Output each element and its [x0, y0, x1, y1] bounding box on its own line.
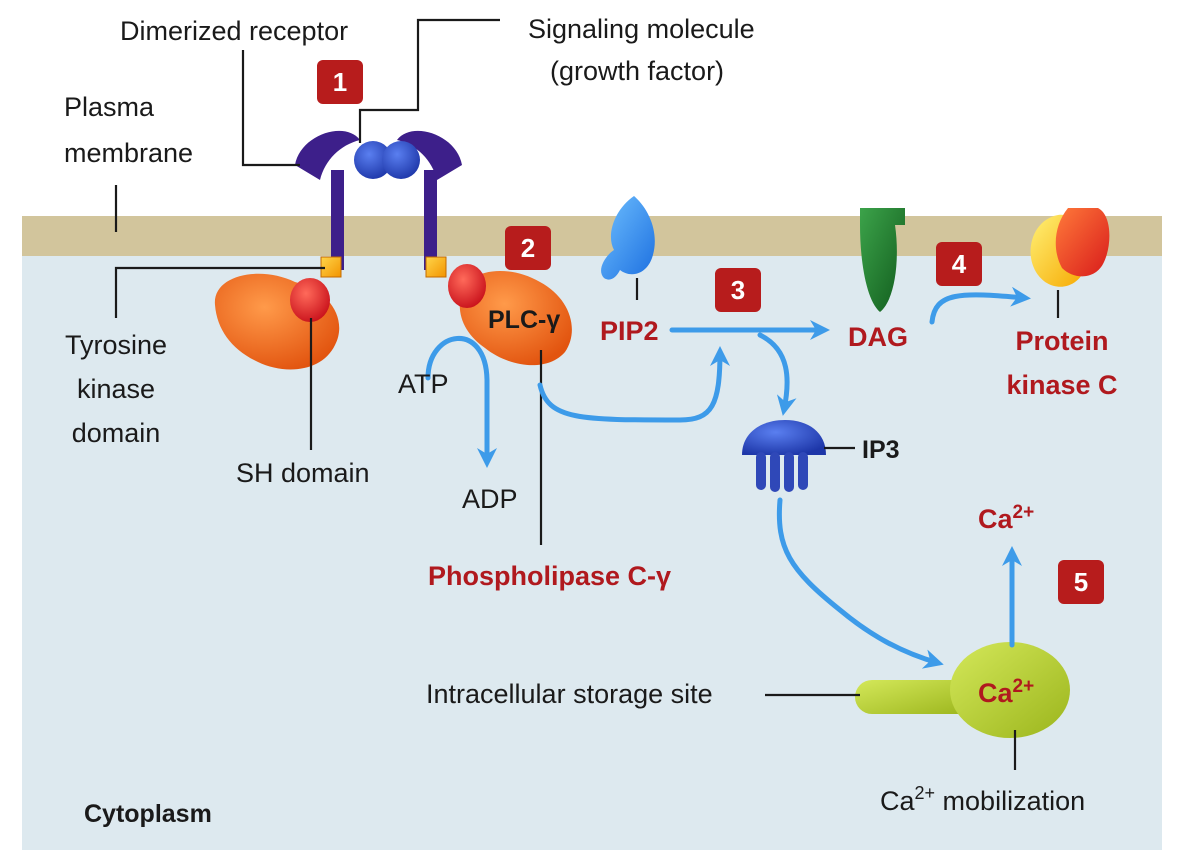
svg-text:2: 2 — [521, 233, 535, 263]
receptor-icon — [295, 130, 462, 270]
svg-text:1: 1 — [333, 67, 347, 97]
label-ip3: IP3 — [862, 436, 900, 464]
label-cytoplasm: Cytoplasm — [84, 800, 212, 828]
growth-factor-icon — [354, 141, 420, 179]
tyrosine-kinase-domain-icon — [214, 256, 342, 370]
label-adp: ADP — [462, 484, 518, 514]
protein-kinase-c-icon — [1030, 208, 1110, 287]
label-tyrosine-line1: Tyrosine — [65, 330, 167, 360]
label-pip2: PIP2 — [600, 316, 659, 346]
step-badge-2: 2 — [505, 226, 551, 270]
label-dimerized-receptor: Dimerized receptor — [120, 16, 348, 46]
label-tyrosine-line3: domain — [72, 418, 161, 448]
svg-text:3: 3 — [731, 275, 745, 305]
label-phospholipase: Phospholipase C-γ — [428, 561, 671, 591]
step-badge-3: 3 — [715, 268, 761, 312]
cytoplasm-region — [22, 256, 1162, 850]
step-badge-1: 1 — [317, 60, 363, 104]
label-ca-stored: Ca2+ — [978, 676, 1034, 708]
label-plasma-membrane-line2: membrane — [64, 138, 193, 168]
storage-site-icon — [855, 642, 1070, 738]
svg-text:4: 4 — [952, 249, 967, 279]
svg-text:5: 5 — [1074, 567, 1088, 597]
label-plc-gamma: PLC-γ — [488, 306, 560, 334]
plasma-membrane-band — [22, 216, 1162, 256]
label-signaling-molecule-line2: (growth factor) — [550, 56, 724, 86]
ip3-icon — [742, 420, 826, 492]
label-sh-domain: SH domain — [236, 458, 370, 488]
label-atp: ATP — [398, 369, 449, 399]
dag-icon — [860, 208, 905, 312]
step-badge-4: 4 — [936, 242, 982, 286]
label-ca-released: Ca2+ — [978, 502, 1034, 534]
step-badge-5: 5 — [1058, 560, 1104, 604]
label-storage-site: Intracellular storage site — [426, 679, 713, 709]
label-dag: DAG — [848, 322, 908, 352]
label-tyrosine-line2: kinase — [77, 374, 155, 404]
pip2-icon — [601, 196, 655, 280]
label-protein-kinase-line2: kinase C — [1006, 370, 1117, 400]
label-plasma-membrane-line1: Plasma — [64, 92, 155, 122]
flow-arrows — [425, 286, 1031, 669]
label-protein-kinase-line1: Protein — [1015, 326, 1108, 356]
label-signaling-molecule-line1: Signaling molecule — [528, 14, 755, 44]
plc-gamma-icon — [425, 256, 572, 366]
leader-lines — [114, 18, 1060, 770]
label-ca-mobilization: Ca2+ mobilization — [880, 783, 1085, 816]
